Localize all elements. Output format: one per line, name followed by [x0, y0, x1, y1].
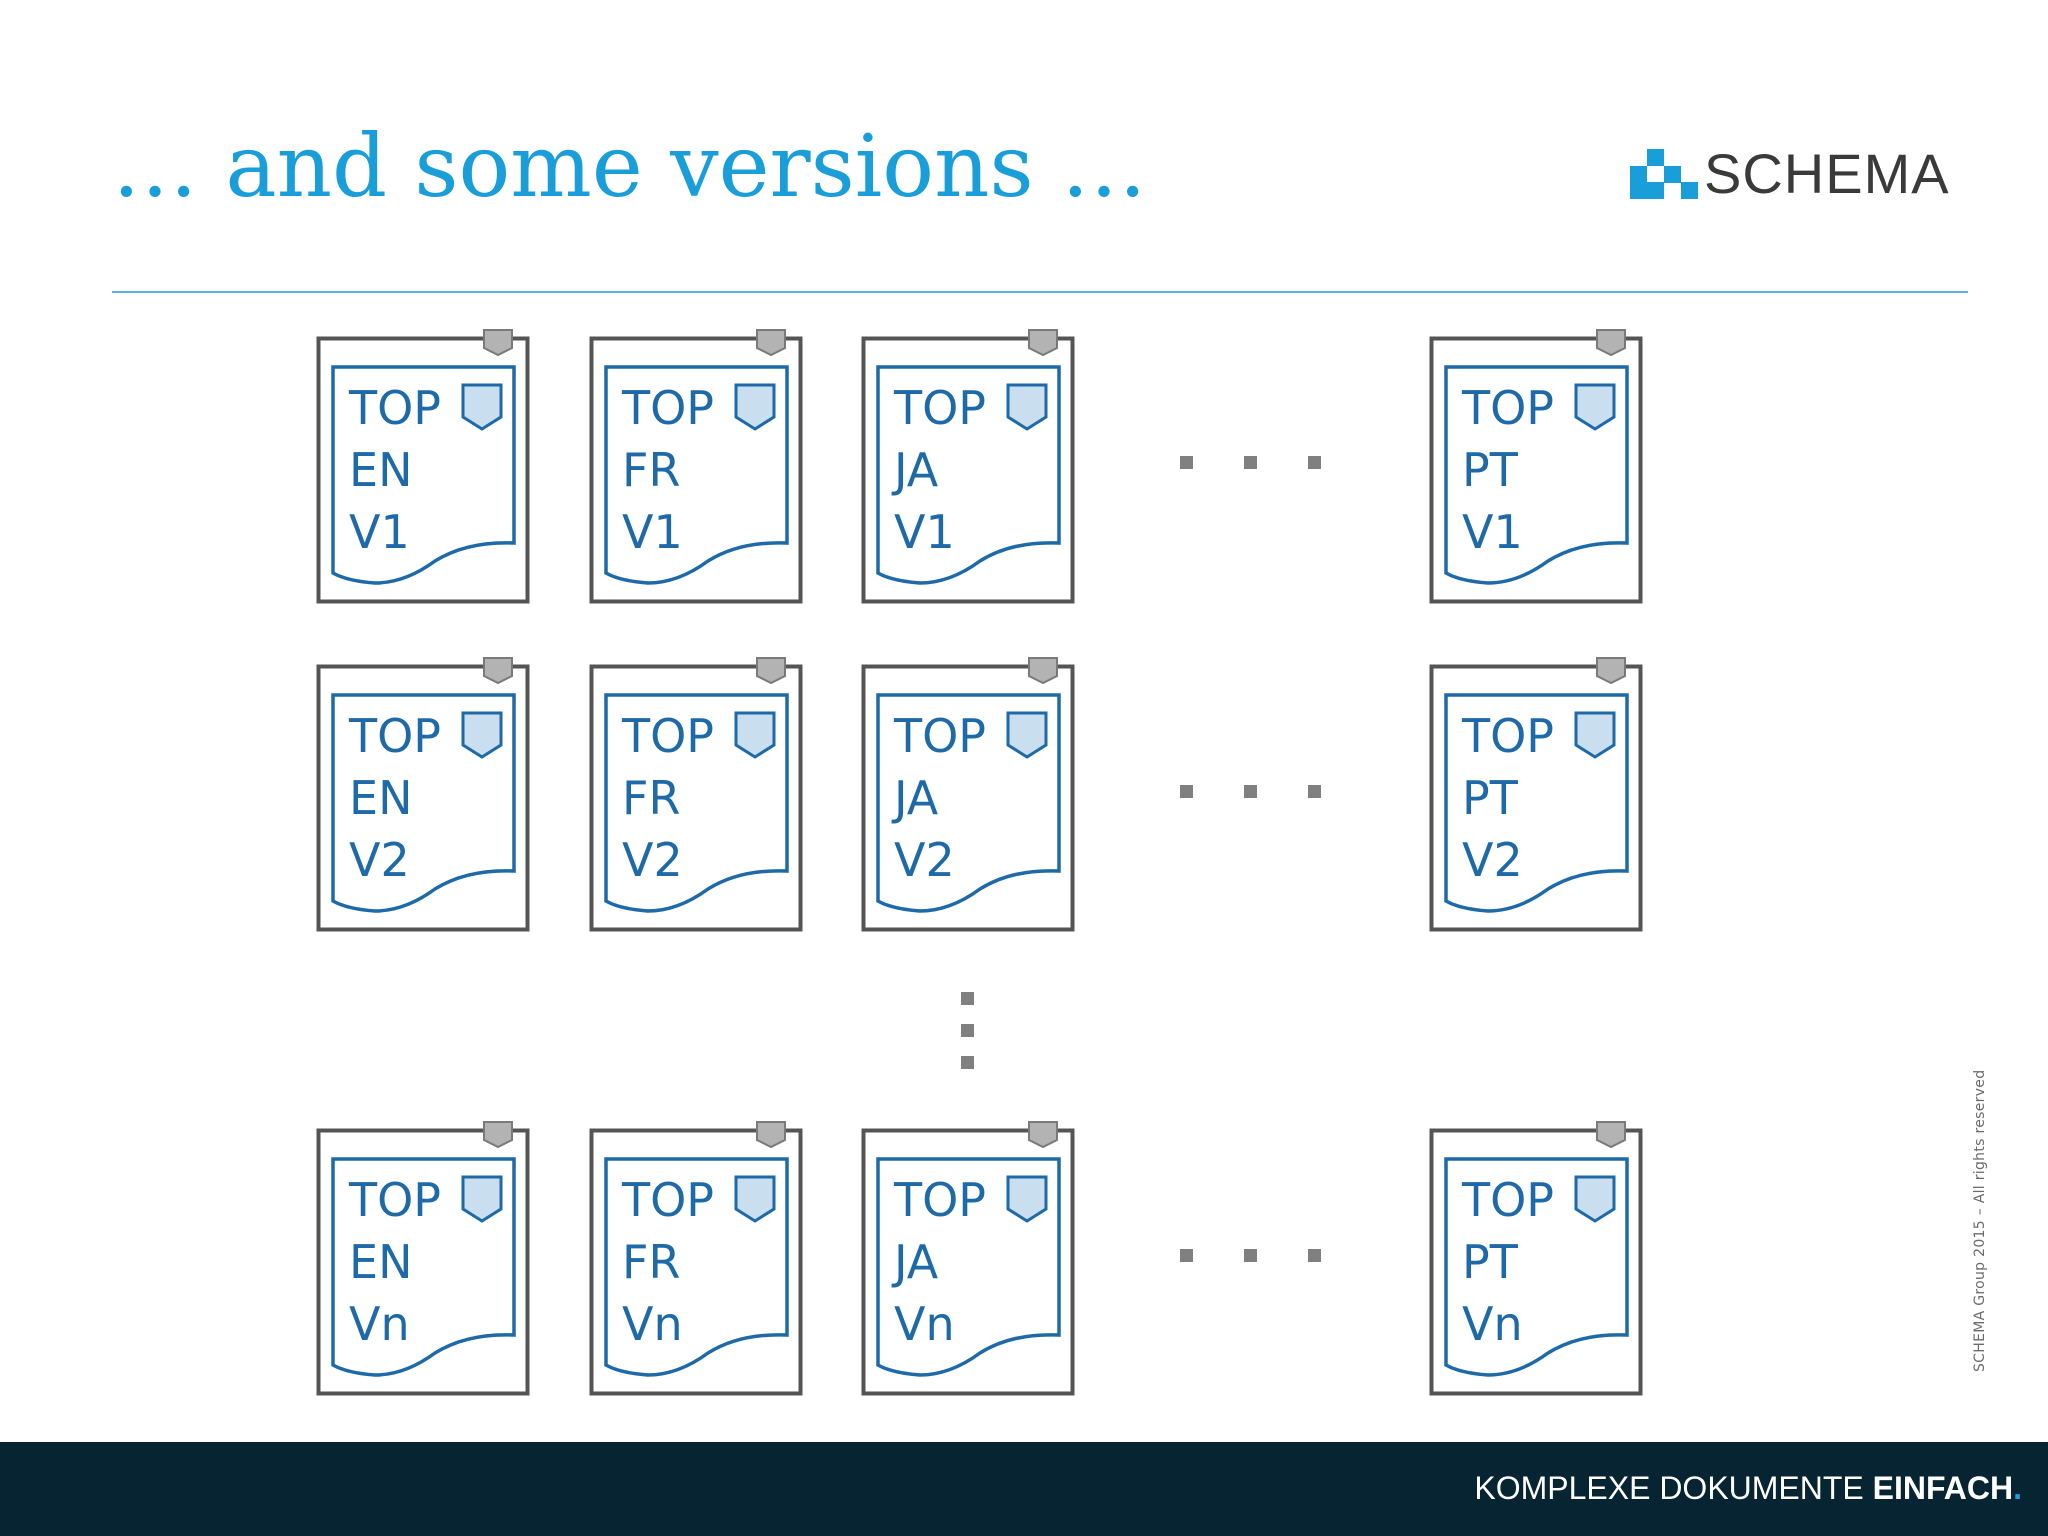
document-version-label: Vn: [894, 1297, 955, 1351]
document-top-label: TOP: [622, 709, 715, 763]
document-icon: TOP EN V1: [316, 329, 530, 604]
document-icon: TOP FR Vn: [589, 1121, 803, 1396]
document-language-label: JA: [894, 443, 939, 497]
document-version-label: V1: [349, 505, 410, 559]
document-version-label: V2: [894, 833, 955, 887]
document-top-label: TOP: [894, 1173, 987, 1227]
document-frame-icon: [589, 329, 803, 604]
slide-title: … and some versions …: [112, 117, 1147, 217]
document-top-label: TOP: [349, 709, 442, 763]
document-icon: TOP JA V2: [861, 657, 1075, 932]
document-icon: TOP FR V2: [589, 657, 803, 932]
document-labels: TOP PT V1: [1462, 377, 1554, 563]
document-frame-icon: [1429, 329, 1643, 604]
schema-logo: SCHEMA: [1630, 142, 1950, 205]
document-icon: TOP JA Vn: [861, 1121, 1075, 1396]
document-language-label: PT: [1462, 443, 1518, 497]
document-version-label: V2: [622, 833, 683, 887]
document-version-label: V2: [1462, 833, 1523, 887]
document-top-label: TOP: [894, 709, 987, 763]
document-version-label: V1: [894, 505, 955, 559]
document-labels: TOP JA V2: [894, 705, 986, 891]
document-language-label: EN: [349, 443, 413, 497]
document-labels: TOP EN Vn: [349, 1169, 441, 1355]
document-labels: TOP EN V1: [349, 377, 441, 563]
document-top-label: TOP: [1462, 1173, 1555, 1227]
document-frame-icon: [316, 657, 530, 932]
tagline-regular: KOMPLEXE DOKUMENTE: [1474, 1470, 1873, 1506]
document-icon: TOP PT Vn: [1429, 1121, 1643, 1396]
document-frame-icon: [1429, 1121, 1643, 1396]
document-labels: TOP PT Vn: [1462, 1169, 1554, 1355]
vertical-ellipsis-icon: [961, 992, 975, 1072]
document-top-label: TOP: [622, 1173, 715, 1227]
document-icon: TOP PT V1: [1429, 329, 1643, 604]
document-version-label: Vn: [622, 1297, 683, 1351]
document-frame-icon: [861, 329, 1075, 604]
tagline-dot: .: [2013, 1470, 2022, 1506]
document-labels: TOP EN V2: [349, 705, 441, 891]
document-language-label: JA: [894, 1235, 939, 1289]
document-language-label: PT: [1462, 771, 1518, 825]
document-icon: TOP EN Vn: [316, 1121, 530, 1396]
document-labels: TOP FR V2: [622, 705, 714, 891]
horizontal-ellipsis-icon: [1180, 771, 1340, 811]
schema-logo-icon: [1630, 149, 1700, 199]
document-language-label: FR: [622, 771, 681, 825]
copyright-notice: SCHEMA Group 2015 – All rights reserved: [1972, 1069, 1988, 1372]
document-language-label: JA: [894, 771, 939, 825]
document-top-label: TOP: [349, 1173, 442, 1227]
document-frame-icon: [589, 1121, 803, 1396]
document-top-label: TOP: [349, 381, 442, 435]
document-labels: TOP FR V1: [622, 377, 714, 563]
document-language-label: FR: [622, 443, 681, 497]
document-frame-icon: [589, 657, 803, 932]
document-icon: TOP PT V2: [1429, 657, 1643, 932]
document-frame-icon: [861, 657, 1075, 932]
document-icon: TOP FR V1: [589, 329, 803, 604]
document-labels: TOP FR Vn: [622, 1169, 714, 1355]
title-divider: [112, 291, 1968, 293]
document-top-label: TOP: [1462, 381, 1555, 435]
document-labels: TOP JA Vn: [894, 1169, 986, 1355]
tagline-bold: EINFACH: [1872, 1470, 2014, 1506]
document-frame-icon: [316, 1121, 530, 1396]
document-version-label: V1: [622, 505, 683, 559]
document-language-label: PT: [1462, 1235, 1518, 1289]
document-language-label: EN: [349, 771, 413, 825]
document-labels: TOP PT V2: [1462, 705, 1554, 891]
footer-tagline: KOMPLEXE DOKUMENTE EINFACH.: [1474, 1468, 2022, 1508]
document-top-label: TOP: [622, 381, 715, 435]
document-version-label: V1: [1462, 505, 1523, 559]
document-icon: TOP EN V2: [316, 657, 530, 932]
document-frame-icon: [861, 1121, 1075, 1396]
document-frame-icon: [1429, 657, 1643, 932]
document-top-label: TOP: [894, 381, 987, 435]
document-version-label: V2: [349, 833, 410, 887]
schema-logo-text: SCHEMA: [1704, 142, 1950, 205]
document-icon: TOP JA V1: [861, 329, 1075, 604]
document-labels: TOP JA V1: [894, 377, 986, 563]
horizontal-ellipsis-icon: [1180, 1235, 1340, 1275]
document-language-label: EN: [349, 1235, 413, 1289]
document-language-label: FR: [622, 1235, 681, 1289]
footer-bar: KOMPLEXE DOKUMENTE EINFACH.: [0, 1442, 2048, 1536]
document-top-label: TOP: [1462, 709, 1555, 763]
document-frame-icon: [316, 329, 530, 604]
document-version-label: Vn: [349, 1297, 410, 1351]
document-version-label: Vn: [1462, 1297, 1523, 1351]
horizontal-ellipsis-icon: [1180, 442, 1340, 482]
